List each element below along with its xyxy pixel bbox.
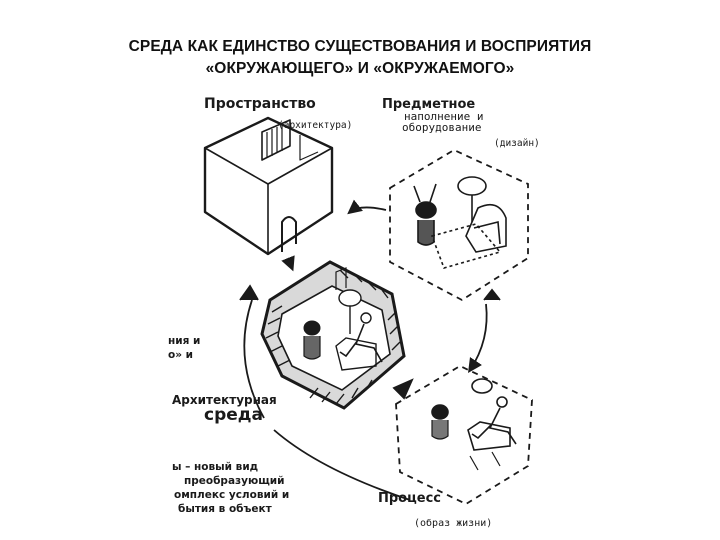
- objects-label-3: оборудование: [402, 121, 481, 134]
- diagram-title: СРЕДА КАК ЕДИНСТВО СУЩЕСТВОВАНИЯ И ВОСПР…: [0, 36, 720, 80]
- objects-furniture: [413, 176, 507, 269]
- process-hexagon: [395, 364, 533, 506]
- center-label-2: среда: [204, 405, 263, 425]
- flow-arrows: [239, 199, 501, 501]
- left-fragment-1: ния и: [168, 335, 200, 347]
- bottom-text-1: ы – новый вид: [172, 461, 258, 473]
- space-sub: (архитектура): [278, 120, 352, 131]
- title-line-2: «ОКРУЖАЮЩЕГО» И «ОКРУЖАЕМОГО»: [205, 60, 515, 77]
- bottom-text-4: бытия в объект: [178, 503, 273, 515]
- center-labels: Архитектурная среда: [172, 393, 277, 425]
- space-labels: Пространство (архитектура): [204, 96, 352, 131]
- left-fragment-2: о» и: [168, 349, 193, 361]
- space-label: Пространство: [204, 96, 316, 112]
- process-sub: (образ жизни): [414, 517, 492, 529]
- process-figure: [431, 378, 517, 471]
- bottom-text: ы – новый вид преобразующий омплекс усло…: [172, 461, 289, 515]
- center-environment: [260, 260, 406, 410]
- process-label: Процесс: [378, 491, 441, 506]
- space-cube: [203, 116, 334, 256]
- objects-hexagon: [389, 148, 529, 302]
- objects-labels: Предметное наполнение и оборудование (ди…: [382, 97, 540, 149]
- left-fragments: ния и о» и: [168, 335, 200, 361]
- bottom-text-3: омплекс условий и: [174, 489, 289, 501]
- title-line-1: СРЕДА КАК ЕДИНСТВО СУЩЕСТВОВАНИЯ И ВОСПР…: [128, 38, 592, 55]
- objects-sub: (дизайн): [494, 138, 540, 149]
- center-label-1: Архитектурная: [172, 393, 277, 407]
- objects-label-2: наполнение и: [404, 110, 483, 123]
- bottom-text-2: преобразующий: [184, 475, 285, 487]
- objects-label-1: Предметное: [382, 97, 475, 112]
- process-labels: Процесс (образ жизни): [378, 491, 492, 529]
